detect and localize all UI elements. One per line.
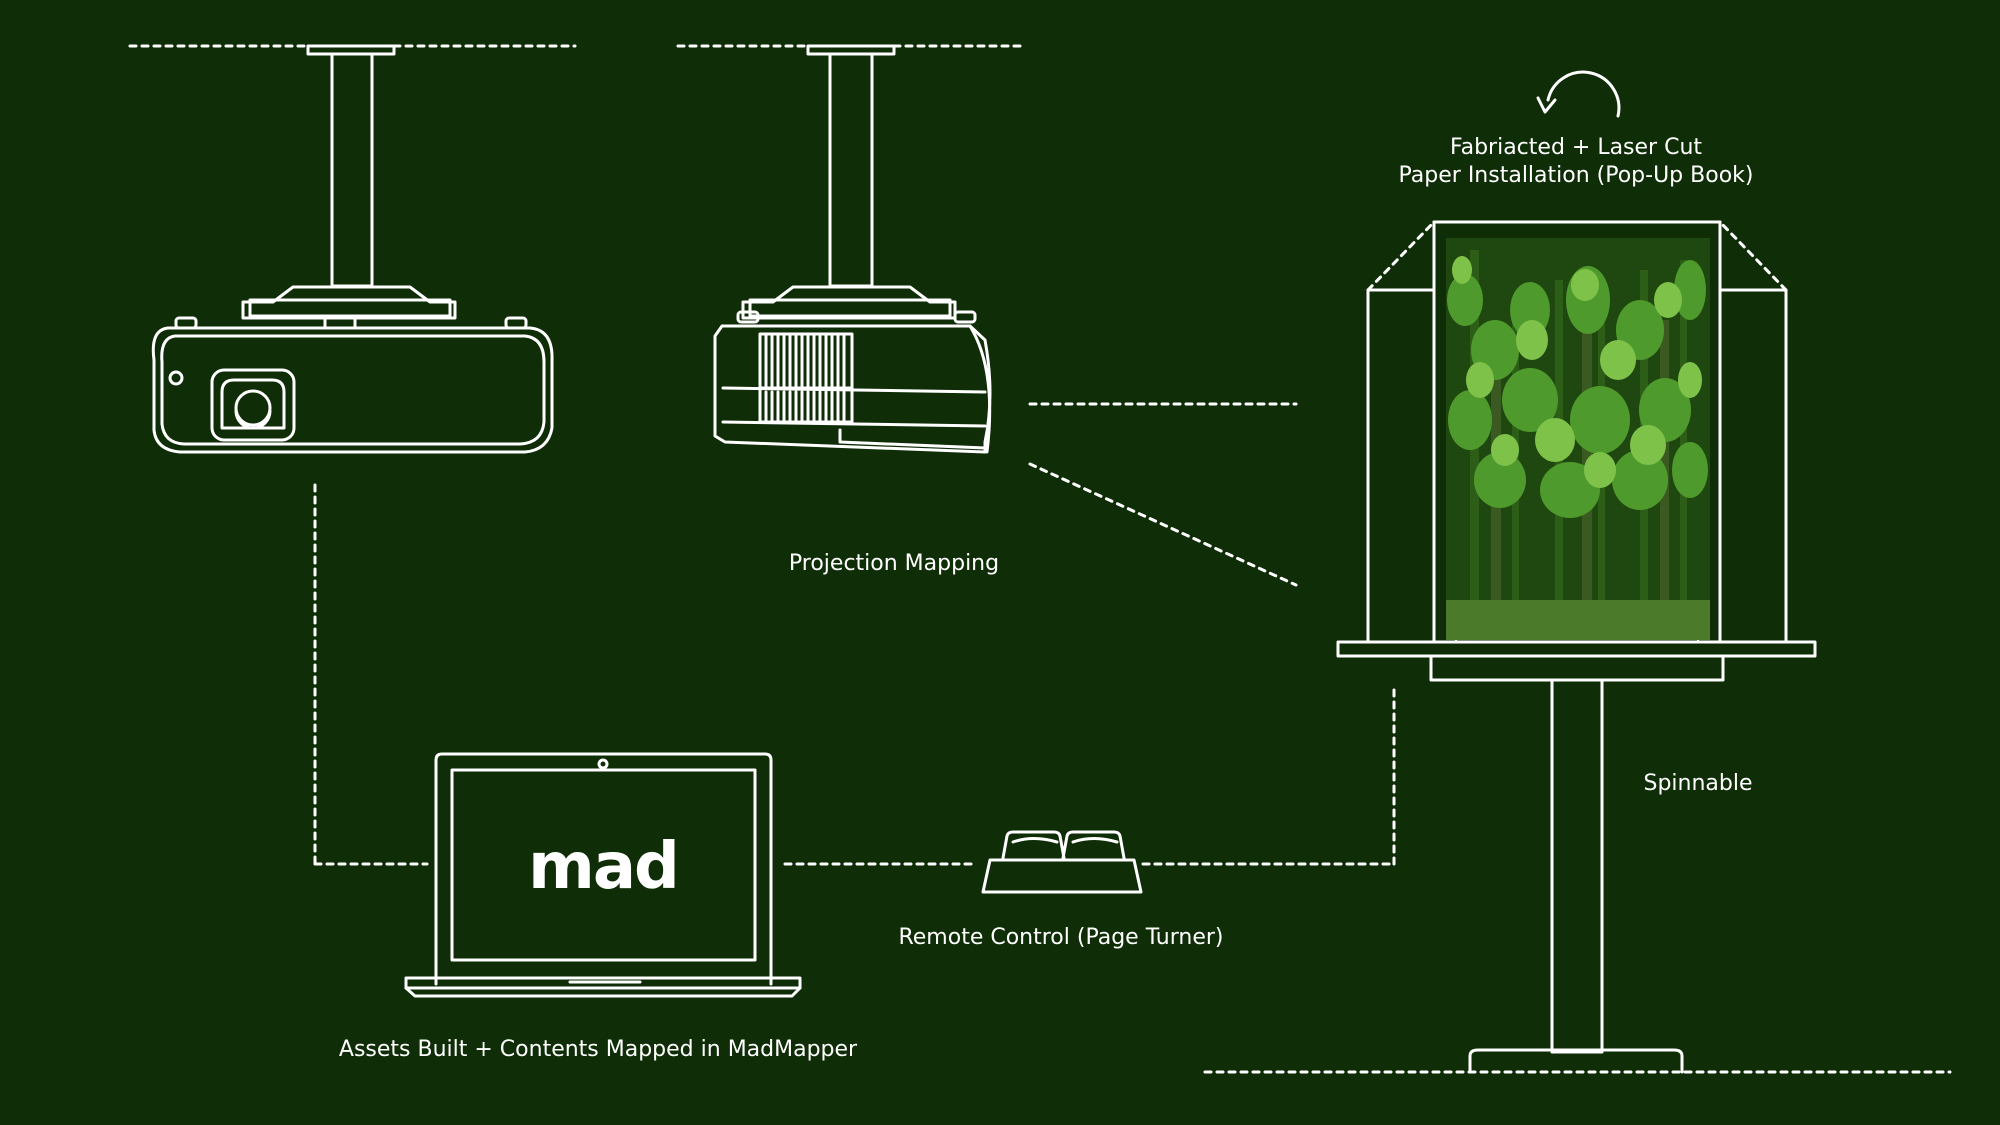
projection-beam-lower [1028, 462, 1298, 587]
projector-front-icon [151, 44, 554, 454]
assets-label: Assets Built + Contents Mapped in MadMap… [338, 1037, 858, 1062]
madmapper-logo: mad [528, 830, 678, 904]
remote-control-icon [981, 830, 1143, 894]
projection-mapping-label: Projection Mapping [788, 551, 1000, 576]
pedestal-icon [1336, 640, 1817, 1074]
laptop-icon [404, 752, 802, 998]
projector-side-icon [713, 44, 992, 454]
remote-control-label: Remote Control (Page Turner) [898, 925, 1224, 950]
installation-label-line1: Fabriacted + Laser Cut [1449, 135, 1703, 160]
rotate-arrow-icon [1536, 70, 1621, 118]
installation-label-line2: Paper Installation (Pop-Up Book) [1398, 163, 1754, 188]
forest-illustration [1446, 238, 1710, 640]
spinnable-label: Spinnable [1643, 771, 1753, 796]
